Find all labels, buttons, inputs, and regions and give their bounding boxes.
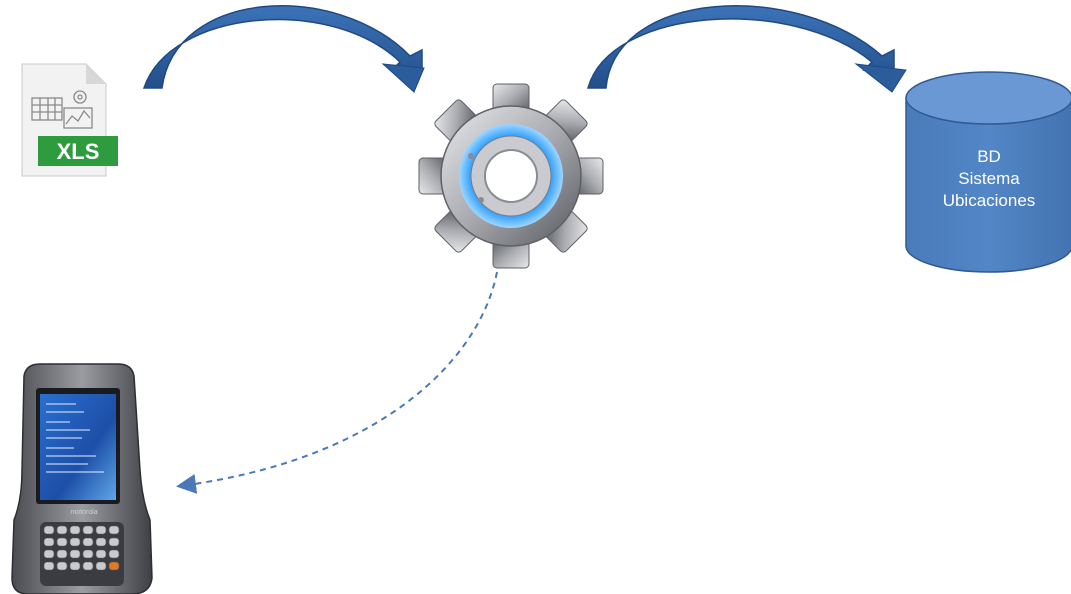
- arrow-process-to-device: [180, 272, 497, 486]
- arrow-process-to-db: [588, 6, 906, 92]
- xls-file-icon: XLS: [22, 64, 118, 176]
- database-label-line-1: BD: [906, 146, 1071, 168]
- database-label-line-3: Ubicaciones: [906, 190, 1071, 212]
- gear-icon: [419, 84, 603, 268]
- xls-badge: XLS: [57, 139, 100, 164]
- database-label: BD Sistema Ubicaciones: [906, 146, 1071, 212]
- arrow-xls-to-process: [144, 6, 424, 92]
- handheld-pda-icon: motorola: [12, 364, 152, 594]
- database-label-line-2: Sistema: [906, 168, 1071, 190]
- device-brand: motorola: [70, 509, 97, 516]
